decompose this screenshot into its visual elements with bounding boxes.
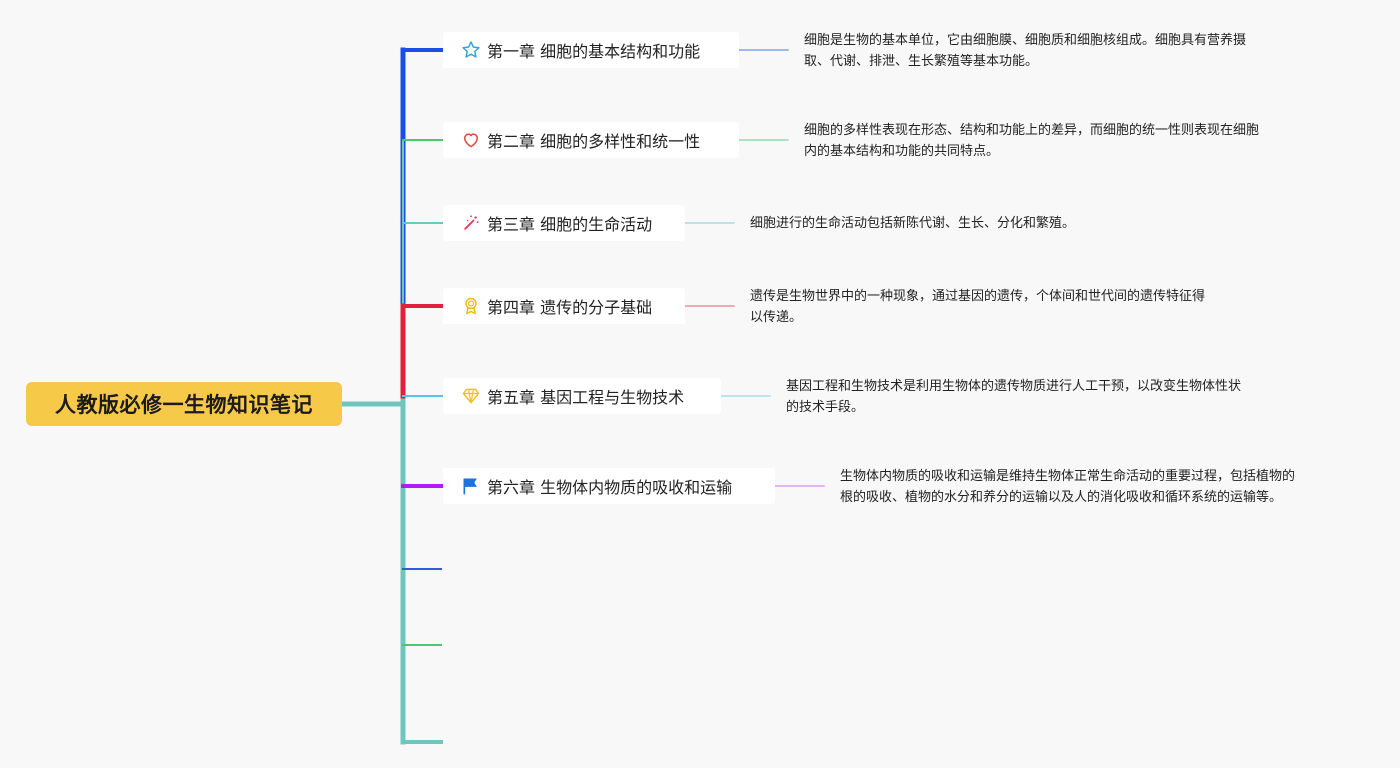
chapter-3-description: 细胞进行的生命活动包括新陈代谢、生长、分化和繁殖。 <box>750 213 1270 234</box>
chapter-4-description: 遗传是生物世界中的一种现象，通过基因的遗传，个体间和世代间的遗传特征得 以传递。 <box>750 286 1270 328</box>
chapter-node-5[interactable]: 第五章 基因工程与生物技术 <box>443 378 721 414</box>
chapter-node-1-label: 第一章 细胞的基本结构和功能 <box>487 42 701 61</box>
description-line: 生物体内物质的吸收和运输是维持生物体正常生命活动的重要过程，包括植物的 <box>840 469 1296 484</box>
chapter-5-description: 基因工程和生物技术是利用生物体的遗传物质进行人工干预，以改变生物体性状 的技术手… <box>786 376 1306 418</box>
diamond-icon <box>461 386 481 406</box>
chapter-node-1[interactable]: 第一章 细胞的基本结构和功能 <box>443 32 739 68</box>
description-line: 基因工程和生物技术是利用生物体的遗传物质进行人工干预，以改变生物体性状 <box>786 379 1242 394</box>
description-line: 以传递。 <box>750 310 803 325</box>
magic-wand-icon <box>461 213 481 233</box>
heart-icon <box>461 130 481 150</box>
chapter-node-4[interactable]: 第四章 遗传的分子基础 <box>443 288 685 324</box>
chapter-node-3-label: 第三章 细胞的生命活动 <box>487 215 653 234</box>
chapter-node-6[interactable]: 第六章 生物体内物质的吸收和运输 <box>443 468 775 504</box>
description-line: 细胞是生物的基本单位，它由细胞膜、细胞质和细胞核组成。细胞具有营养摄 <box>804 33 1247 48</box>
chapter-node-3[interactable]: 第三章 细胞的生命活动 <box>443 205 685 241</box>
description-line: 细胞的多样性表现在形态、结构和功能上的差异，而细胞的统一性则表现在细胞 <box>804 123 1260 138</box>
chapter-node-2[interactable]: 第二章 细胞的多样性和统一性 <box>443 122 739 158</box>
description-line: 根的吸收、植物的水分和养分的运输以及人的消化吸收和循环系统的运输等。 <box>840 490 1283 505</box>
description-line: 取、代谢、排泄、生长繁殖等基本功能。 <box>804 54 1039 69</box>
description-line: 遗传是生物世界中的一种现象，通过基因的遗传，个体间和世代间的遗传特征得 <box>750 289 1206 304</box>
chapter-node-6-label: 第六章 生物体内物质的吸收和运输 <box>487 478 733 497</box>
chapter-6-description: 生物体内物质的吸收和运输是维持生物体正常生命活动的重要过程，包括植物的 根的吸收… <box>840 466 1370 508</box>
description-line: 细胞进行的生命活动包括新陈代谢、生长、分化和繁殖。 <box>750 216 1076 231</box>
flag-icon <box>461 476 481 496</box>
root-topic-label: 人教版必修一生物知识笔记 <box>55 393 313 417</box>
star-icon <box>461 40 481 60</box>
chapter-1-description: 细胞是生物的基本单位，它由细胞膜、细胞质和细胞核组成。细胞具有营养摄 取、代谢、… <box>804 30 1324 72</box>
description-line: 内的基本结构和功能的共同特点。 <box>804 144 1000 159</box>
chapter-node-2-label: 第二章 细胞的多样性和统一性 <box>487 132 701 151</box>
root-topic[interactable]: 人教版必修一生物知识笔记 <box>26 382 342 426</box>
chapter-node-4-label: 第四章 遗传的分子基础 <box>487 298 653 317</box>
description-line: 的技术手段。 <box>786 400 865 415</box>
award-badge-icon <box>461 296 481 316</box>
chapter-2-description: 细胞的多样性表现在形态、结构和功能上的差异，而细胞的统一性则表现在细胞 内的基本… <box>804 120 1324 162</box>
chapter-node-5-label: 第五章 基因工程与生物技术 <box>487 388 685 407</box>
